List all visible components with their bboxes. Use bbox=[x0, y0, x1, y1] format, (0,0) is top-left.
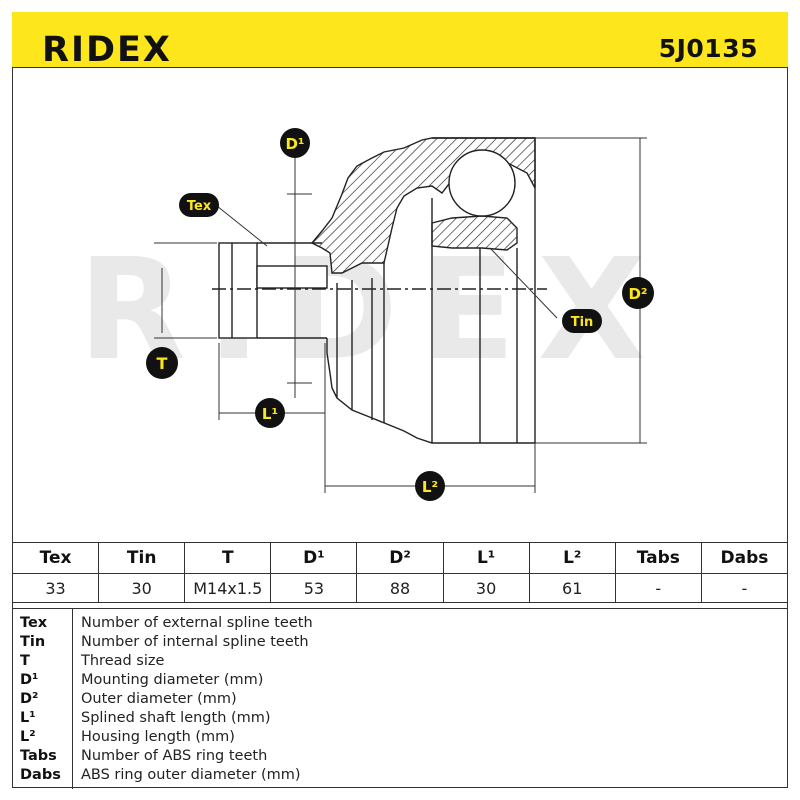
label-tin-text: Tin bbox=[571, 315, 594, 330]
threaded-stub bbox=[218, 242, 258, 339]
legend-desc: Mounting diameter (mm) bbox=[81, 672, 264, 688]
spec-table-values: 33 30 M14x1.5 53 88 30 61 - - bbox=[11, 573, 789, 603]
label-l1: L¹ bbox=[255, 398, 285, 428]
spec-header-d2: D² bbox=[356, 542, 444, 574]
inner-race-hatch bbox=[431, 215, 518, 251]
spec-value-tex: 33 bbox=[11, 573, 100, 603]
brand-logo-text: RIDEX bbox=[42, 34, 172, 64]
spec-header-l2: L² bbox=[528, 542, 616, 574]
legend-abbr: T bbox=[20, 653, 30, 669]
label-tex: Tex bbox=[179, 193, 219, 217]
header-bar: RIDEX 5J0135 bbox=[12, 12, 788, 68]
cv-joint-outline bbox=[212, 137, 547, 444]
ball bbox=[448, 149, 516, 217]
legend-desc: Number of internal spline teeth bbox=[81, 634, 309, 650]
legend-desc: Housing length (mm) bbox=[81, 729, 235, 745]
legend-abbr: D¹ bbox=[20, 672, 39, 688]
label-d2: D² bbox=[622, 277, 654, 309]
legend-abbr: Tabs bbox=[20, 748, 57, 764]
label-t: T bbox=[146, 347, 178, 379]
part-number: 5J0135 bbox=[658, 34, 758, 63]
spec-header-l1: L¹ bbox=[442, 542, 530, 574]
label-l2-text: L² bbox=[422, 478, 438, 496]
legend-abbr: L² bbox=[20, 729, 36, 745]
technical-drawing: RIDEX bbox=[78, 128, 654, 501]
legend-abbr: Tin bbox=[20, 634, 46, 650]
spec-value-l1: 30 bbox=[442, 573, 530, 603]
spec-value-dabs: - bbox=[700, 573, 789, 603]
spec-value-d2: 88 bbox=[356, 573, 444, 603]
label-tin: Tin bbox=[562, 309, 602, 333]
label-l1-text: L¹ bbox=[262, 405, 278, 423]
dimension-lines bbox=[154, 137, 647, 493]
label-t-text: T bbox=[157, 354, 168, 373]
spec-value-tabs: - bbox=[614, 573, 702, 603]
legend-desc: Outer diameter (mm) bbox=[81, 691, 237, 707]
legend-desc: Number of external spline teeth bbox=[81, 615, 313, 631]
spec-value-tin: 30 bbox=[98, 573, 186, 603]
label-tex-text: Tex bbox=[187, 199, 212, 214]
label-d2-text: D² bbox=[628, 285, 647, 303]
spec-value-t: M14x1.5 bbox=[184, 573, 272, 603]
spec-header-tex: Tex bbox=[11, 542, 100, 574]
legend-desc: Thread size bbox=[81, 653, 165, 669]
legend-abbr: Tex bbox=[20, 615, 48, 631]
spec-header-tabs: Tabs bbox=[614, 542, 702, 574]
spec-header-dabs: Dabs bbox=[700, 542, 789, 574]
legend-divider bbox=[72, 609, 73, 789]
spec-header-tin: Tin bbox=[98, 542, 186, 574]
legend-abbr: D² bbox=[20, 691, 39, 707]
spec-value-d1: 53 bbox=[270, 573, 358, 603]
legend: Tex Number of external spline teeth Tin … bbox=[12, 608, 788, 789]
spec-table-header: Tex Tin T D¹ D² L¹ L² Tabs Dabs bbox=[11, 542, 789, 574]
legend-desc: ABS ring outer diameter (mm) bbox=[81, 767, 301, 783]
legend-desc: Number of ABS ring teeth bbox=[81, 748, 268, 764]
label-d1: D¹ bbox=[280, 128, 310, 158]
spec-header-d1: D¹ bbox=[270, 542, 358, 574]
label-d1-text: D¹ bbox=[285, 135, 304, 153]
legend-desc: Splined shaft length (mm) bbox=[81, 710, 271, 726]
legend-abbr: L¹ bbox=[20, 710, 36, 726]
spline-shaft bbox=[256, 265, 328, 289]
legend-abbr: Dabs bbox=[20, 767, 61, 783]
label-l2: L² bbox=[415, 471, 445, 501]
spec-header-t: T bbox=[184, 542, 272, 574]
spec-value-l2: 61 bbox=[528, 573, 616, 603]
brand-logo: RIDEX bbox=[42, 34, 172, 64]
spec-table: Tex Tin T D¹ D² L¹ L² Tabs Dabs 33 30 M1… bbox=[11, 542, 789, 603]
